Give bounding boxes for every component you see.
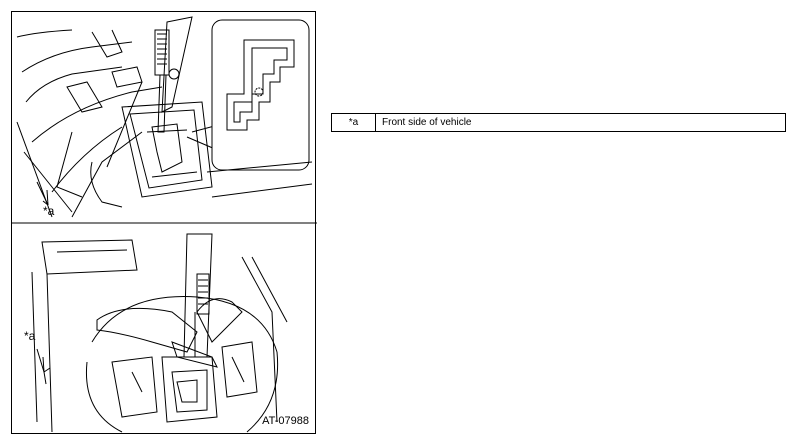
label-front-bottom: *a xyxy=(24,329,36,343)
label-front-top: *a xyxy=(43,204,55,218)
legend-text: Front side of vehicle xyxy=(375,113,786,132)
illustration-panel: *a *a AT-07988 xyxy=(11,11,317,434)
top-view-illustration xyxy=(16,16,313,218)
legend-code: *a xyxy=(331,113,376,132)
bottom-view-illustration xyxy=(31,233,288,433)
line-art xyxy=(12,16,317,433)
legend-table: *a Front side of vehicle xyxy=(331,113,786,132)
table-row: *a Front side of vehicle xyxy=(331,113,786,132)
figure-id: AT-07988 xyxy=(262,415,309,427)
